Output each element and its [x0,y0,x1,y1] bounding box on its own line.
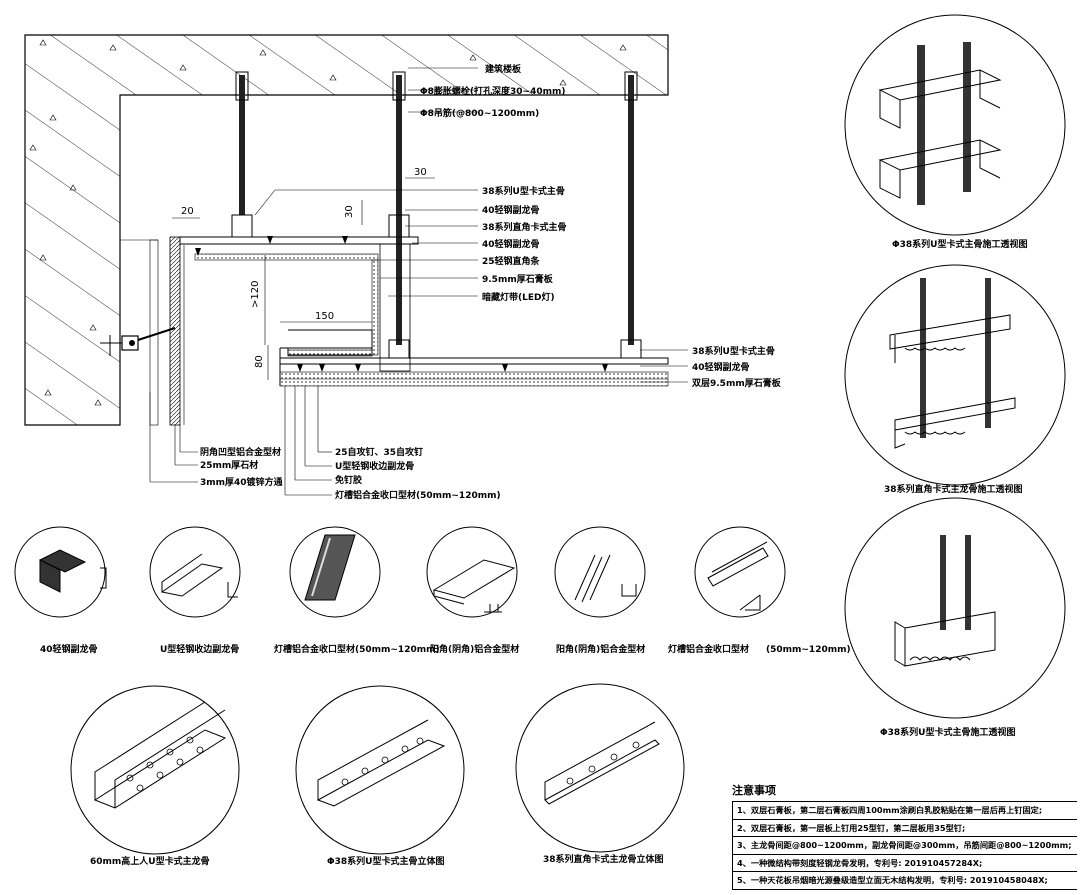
parts-row: 40轻钢副龙骨 U型轻钢收边副龙骨 灯槽铝合金收口型材(50mm~120mm) … [14,526,851,655]
hanger-rods [235,71,638,345]
dim-150: 150 [315,311,334,322]
part-outer-corner-1 [426,526,518,618]
label-slab: 建筑楼板 [485,63,522,75]
upper-gypsum [194,253,379,261]
parts-caption-1: 40轻钢副龙骨 [40,643,98,655]
right-caption-3: Φ38系列U型卡式主骨施工透视图 [880,726,1015,738]
u-keel-38-iso [295,685,465,855]
label-sub-keel-2: 40轻钢副龙骨 [482,238,540,250]
label-double-gypsum: 双层9.5mm厚石膏板 [692,377,782,389]
part-40-sub-keel [14,526,107,618]
main-keel-clips [231,214,642,359]
note-item: 5、一种天花板吊烟暗光源叠级造型立面无木结构发明，专利号: 2019104580… [733,872,1077,890]
dim-30-side: 30 [344,205,355,218]
dimension-lines [172,177,435,380]
parts-caption-2: U型轻钢收边副龙骨 [160,643,239,655]
parts-caption-4: 阳角(阴角)铝合金型材 [430,643,519,655]
part-u-edge-keel [149,526,241,618]
label-rightangle-main: 38系列直角卡式主骨 [482,221,567,233]
galvanized-tube [149,239,159,426]
label-nail-glue: 免钉胶 [335,474,362,486]
note-item: 2、双层石膏板，第一层板上钉用25型钉，第二层板用35型钉; [733,820,1077,837]
note-item: 1、双层石膏板，第二层石膏板四周100mm涂刷白乳胶粘贴在第一层后再上钉固定; [733,802,1077,820]
u-keel-perspective-1 [844,14,1066,236]
label-bolt: Φ8膨胀螺栓(打孔深度30~40mm) [420,85,566,97]
lower-ceiling-board [279,357,669,365]
part-light-trough-2 [694,526,786,618]
right-caption-1: Φ38系列U型卡式主骨施工透视图 [892,238,1027,250]
u-keel-60-iso [70,685,240,855]
label-angle-strip: 25轻钢直角条 [482,255,541,267]
notes-list: 1、双层石膏板，第二层石膏板四周100mm涂刷白乳胶粘贴在第一层后再上钉固定; … [732,801,1077,890]
label-u-main: 38系列U型卡式主骨 [482,185,565,197]
note-item: 3、主龙骨间距@800~1200mm，副龙骨间距@300mm，吊筋间距@800~… [733,837,1077,855]
u-keel-perspective-2 [844,497,1066,719]
dim-20: 20 [181,206,194,217]
dim-120: >120 [250,281,261,308]
label-tube: 3mm厚40镀锌方通 [200,476,283,488]
part-outer-corner-2 [554,526,646,618]
parts-caption-3: 灯槽铝合金收口型材(50mm~120mm) [274,643,440,655]
label-recess-profile: 阴角凹型铝合金型材 [200,446,281,458]
notes-panel: 注意事项 1、双层石膏板，第二层石膏板四周100mm涂刷白乳胶粘贴在第一层后再上… [732,782,1077,890]
drop-gypsum [371,259,379,356]
bottom-caption-2: Φ38系列U型卡式主骨立体图 [327,855,444,867]
stone-cladding [169,236,181,426]
label-u-edge-keel: U型轻钢收边副龙骨 [335,460,414,472]
dim-30-top: 30 [414,167,427,178]
note-item: 4、一种微结构带刻度轻钢龙骨发明，专利号: 201910457284X; [733,855,1077,872]
wall-bracket [100,327,176,356]
led-gypsum [287,349,373,357]
notes-title: 注意事项 [732,784,776,797]
screw-marks [195,236,608,372]
label-light-trough: 灯槽铝合金收口型材(50mm~120mm) [335,489,501,501]
bottom-caption-1: 60mm高上人U型卡式主龙骨 [90,855,210,867]
leader-lines [149,67,688,496]
slab-triangles [29,39,627,406]
concrete-slab [24,34,669,426]
rightangle-perspective [844,264,1066,486]
rightangle-keel-iso [515,683,685,853]
label-sub-keel-right: 40轻钢副龙骨 [692,361,750,373]
label-stone: 25mm厚石材 [200,459,258,471]
part-light-trough [289,526,381,618]
parts-caption-5: 阳角(阴角)铝合金型材 [556,643,645,655]
right-column: Φ38系列U型卡式主骨施工透视图 38系列直角卡式主龙骨施工透视图 Φ38系列U… [844,14,1066,738]
section-drawing: 20 30 30 >120 150 80 [24,34,782,501]
dim-80: 80 [254,355,265,368]
parts-caption-7: (50mm~120mm) [766,645,851,655]
upper-ceiling-board [179,236,419,245]
right-caption-2: 38系列直角卡式主龙骨施工透视图 [884,483,1023,495]
label-screw: 25自攻钉、35自攻钉 [335,446,423,458]
label-gypsum: 9.5mm厚石膏板 [482,273,554,285]
label-sub-keel-1: 40轻钢副龙骨 [482,204,540,216]
bottom-caption-3: 38系列直角卡式主龙骨立体图 [543,853,664,865]
bottom-row: 60mm高上人U型卡式主龙骨 Φ38系列U型卡式主骨立体图 38系列直角卡式主龙… [70,683,685,867]
label-led: 暗藏灯带(LED灯) [482,291,555,303]
label-hanger: Φ8吊筋(@800~1200mm) [420,107,539,119]
label-u-main-right: 38系列U型卡式主骨 [692,345,775,357]
parts-caption-6: 灯槽铝合金收口型材 [668,643,749,655]
